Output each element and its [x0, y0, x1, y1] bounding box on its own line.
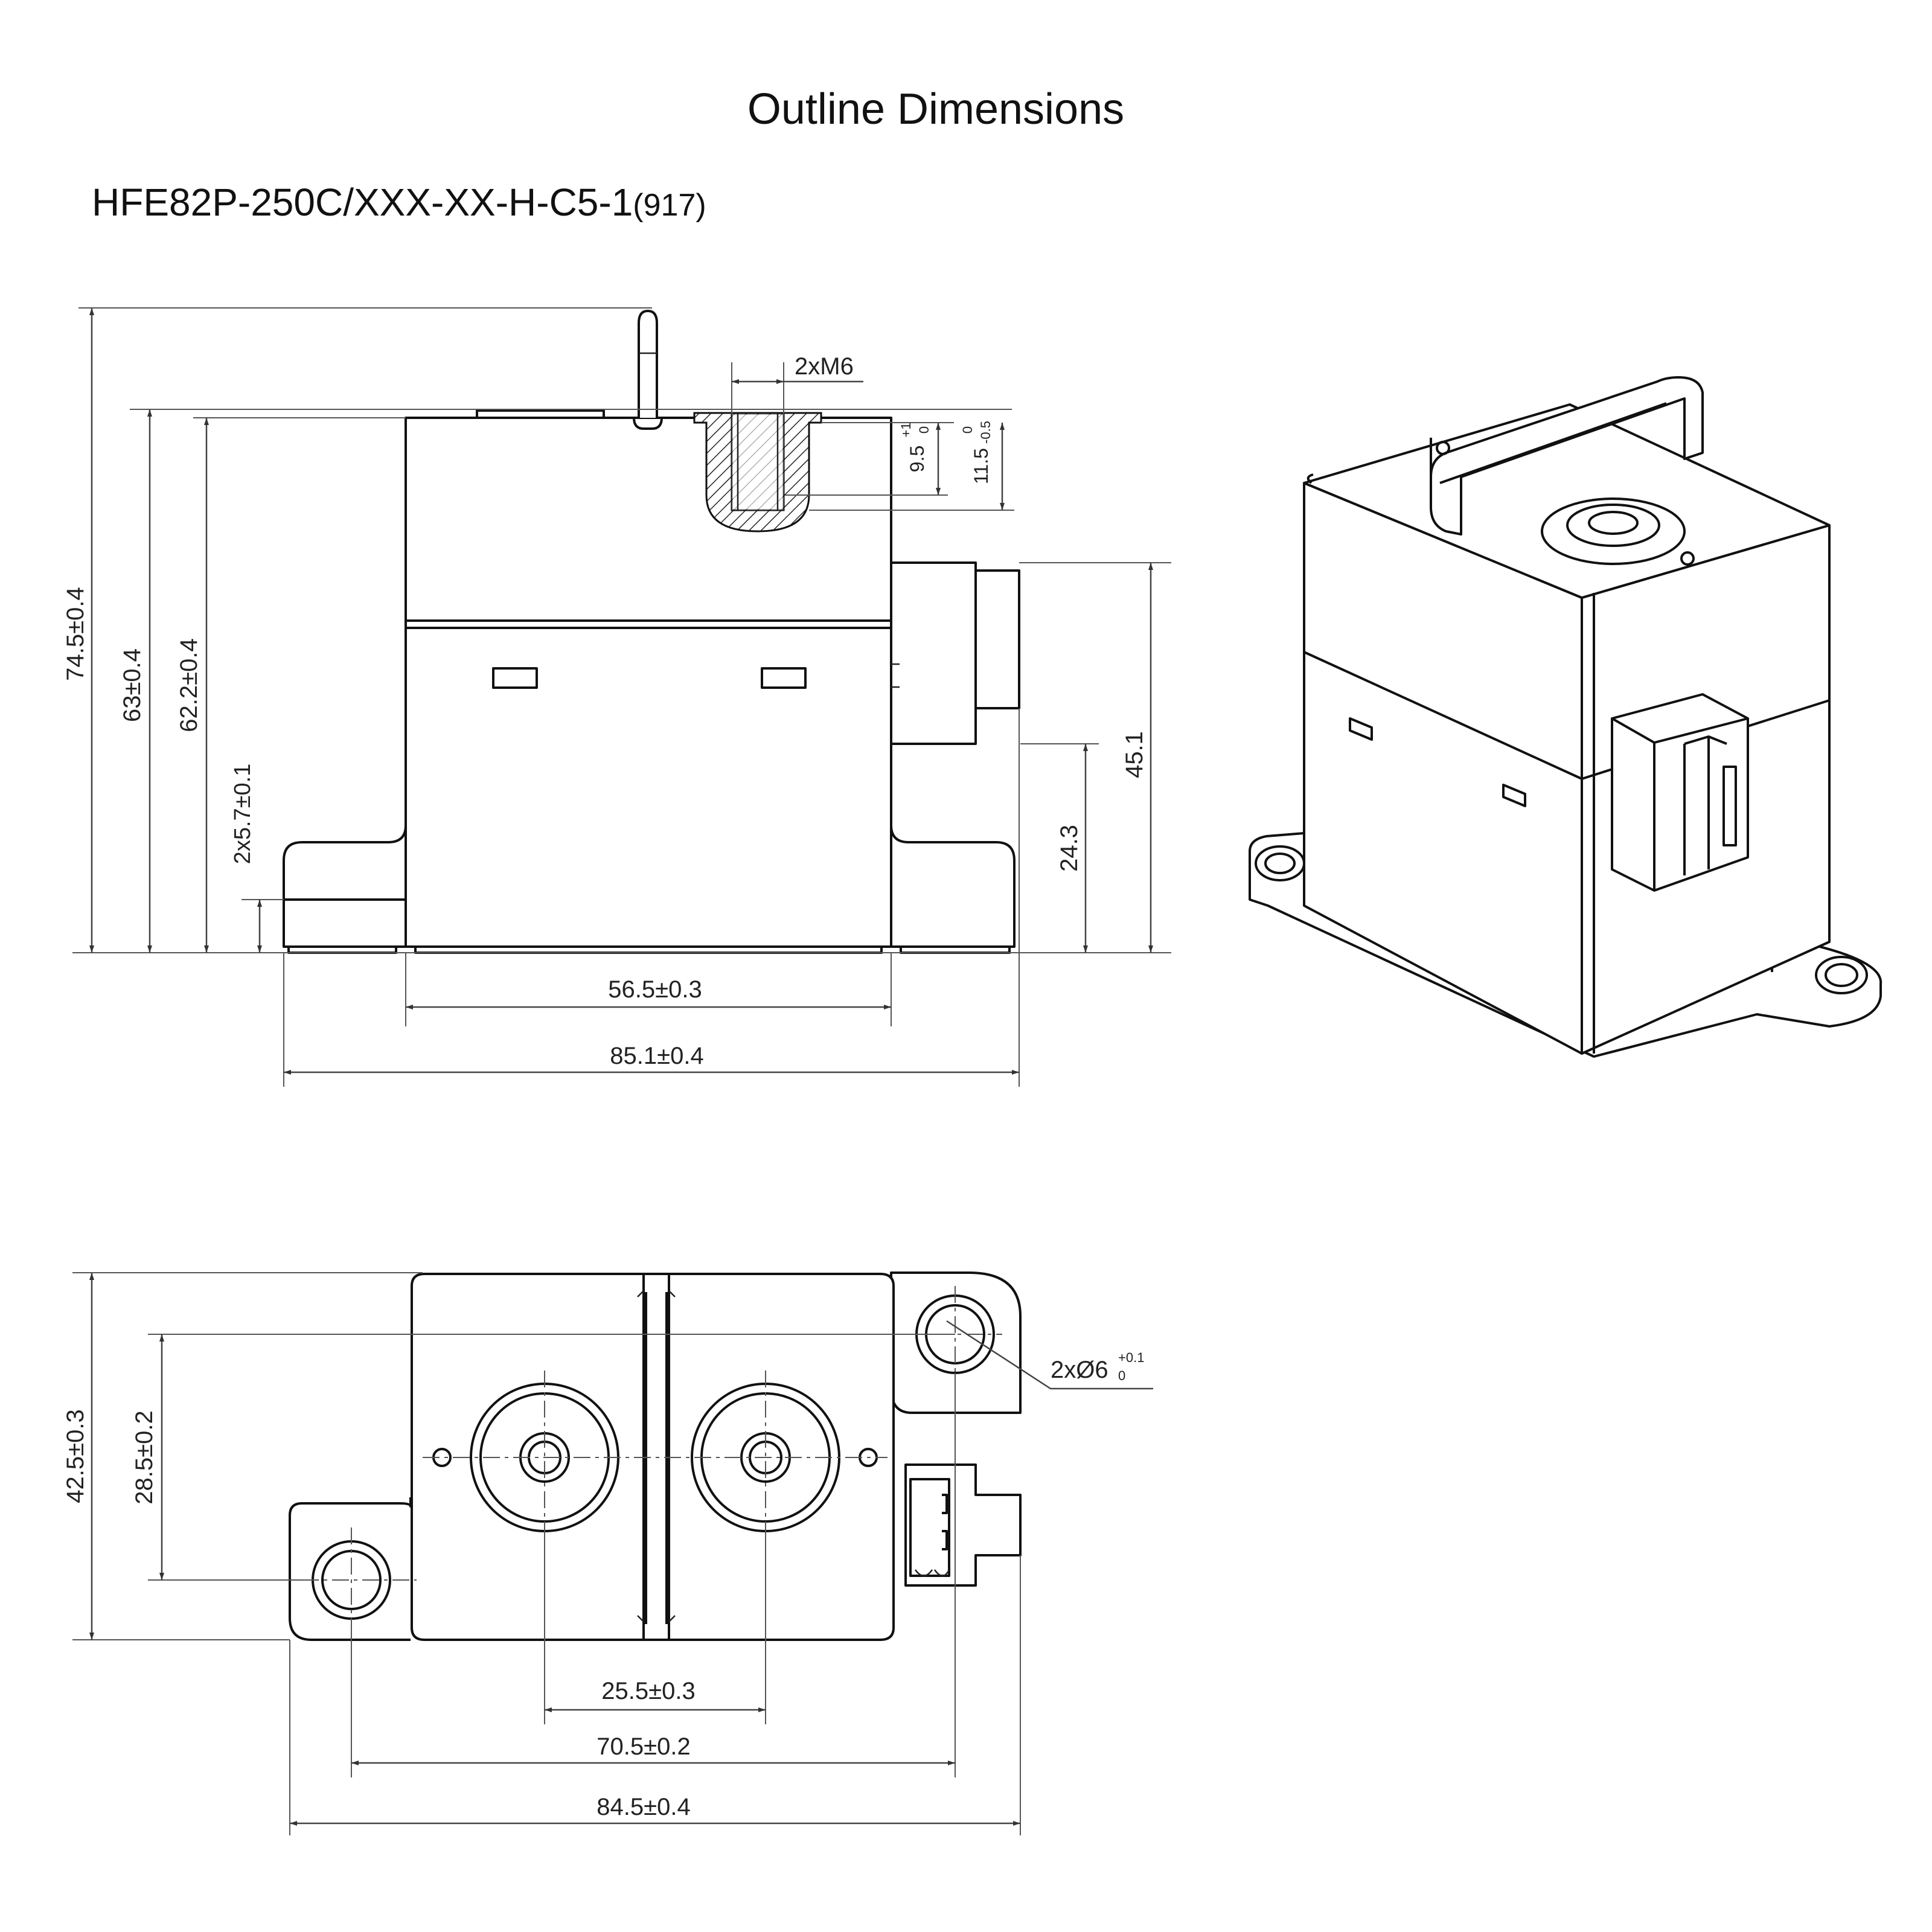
dim-flange-thickness: 2x5.7±0.1 — [230, 764, 255, 865]
dim-connector-top: 45.1 — [1121, 731, 1148, 778]
dim-thread: 2xM6 — [795, 353, 854, 380]
dim-thread-depth-tol-lower: 0 — [916, 426, 932, 433]
model-suffix: (917) — [633, 188, 706, 223]
page-title: Outline Dimensions — [747, 85, 1125, 133]
model-number: HFE82P-250C/XXX-XX-H-C5-1(917) — [92, 180, 706, 225]
dim-overall-height: 74.5±0.4 — [62, 587, 89, 680]
dim-height-62-2: 62.2±0.4 — [176, 638, 202, 732]
dim-terminal-pitch: 25.5±0.3 — [601, 1678, 695, 1704]
top-view-dimension-lines — [89, 1273, 1153, 1826]
dim-thread-depth: 9.5 — [906, 446, 928, 472]
front-view-dimension-lines — [89, 308, 1153, 1075]
dim-mount-hole: 2xØ6 — [1051, 1357, 1108, 1383]
dim-insert-depth-tol-upper: 0 — [960, 426, 975, 433]
dim-insert-depth: 11.5 — [970, 448, 992, 484]
front-view-outline — [283, 310, 1020, 954]
isometric-view — [1249, 376, 1882, 1058]
dim-thread-depth-tol-upper: +1 — [898, 422, 913, 437]
dim-height-63: 63±0.4 — [119, 648, 146, 722]
dim-body-width: 56.5±0.3 — [608, 976, 702, 1003]
dim-overall-depth: 42.5±0.3 — [62, 1409, 89, 1503]
dim-mount-hole-tol-upper: +0.1 — [1118, 1350, 1144, 1365]
top-view-extension-lines — [72, 1272, 1021, 1835]
dim-hole-pitch-x: 70.5±0.2 — [597, 1733, 690, 1760]
dim-connector-bottom: 24.3 — [1056, 825, 1083, 872]
top-view-outline — [289, 1271, 1022, 1641]
m6-insert-section — [693, 412, 822, 533]
dim-mount-hole-tol-lower: 0 — [1118, 1368, 1125, 1383]
front-view-dimension-labels: 74.5±0.4 63±0.4 62.2±0.4 2x5.7±0.1 45.1 … — [62, 353, 1148, 1069]
dim-insert-depth-tol-lower: -0.5 — [978, 421, 993, 444]
front-view: 74.5±0.4 63±0.4 62.2±0.4 2x5.7±0.1 45.1 … — [62, 307, 1171, 1087]
top-view: 42.5±0.3 28.5±0.2 2xØ6 +0.1 0 25.5±0.3 7… — [62, 1271, 1153, 1835]
dim-hole-pitch-y: 28.5±0.2 — [131, 1410, 158, 1504]
top-view-dimension-labels: 42.5±0.3 28.5±0.2 2xØ6 +0.1 0 25.5±0.3 7… — [62, 1350, 1144, 1820]
dim-overall-length: 84.5±0.4 — [597, 1794, 690, 1820]
model-code: HFE82P-250C/XXX-XX-H-C5-1 — [92, 181, 633, 224]
dim-overall-width: 85.1±0.4 — [610, 1043, 703, 1069]
